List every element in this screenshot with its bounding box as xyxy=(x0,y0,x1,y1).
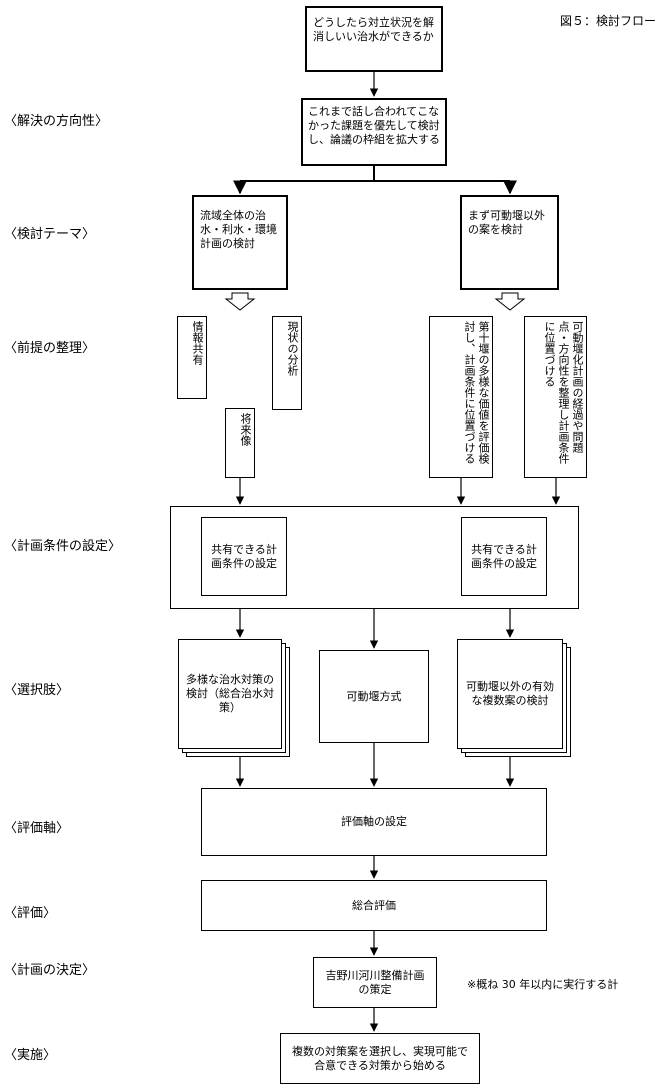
label-theme: 〈検討テーマ〉 xyxy=(4,227,96,242)
axis-box: 評価軸の設定 xyxy=(201,788,547,856)
premise-future-box: 将来像 xyxy=(225,408,255,478)
decision-note: ※概ね 30 年以内に実行する計 xyxy=(467,978,619,991)
label-premise: 〈前提の整理〉 xyxy=(4,341,96,356)
premise-info-box: 情報共有 xyxy=(177,316,207,399)
hollow-arrow-left xyxy=(224,292,256,311)
conditions-left-box: 共有できる計画条件の設定 xyxy=(201,517,287,596)
theme-left-box: 流域全体の治水・利水・環境計画の検討 xyxy=(192,195,288,290)
option-left-box: 多様な治水対策の検討（総合治水対策） xyxy=(178,639,282,749)
figure-title: 図５：検討フロー xyxy=(559,14,656,28)
label-axis: 〈評価軸〉 xyxy=(4,821,70,836)
approach-box: これまで話し合われてこなかった課題を優先して検討し、論議の枠組を拡大する xyxy=(301,98,447,166)
label-implementation: 〈実施〉 xyxy=(4,1048,57,1063)
option-right-box: 可動堰以外の有効な複数案の検討 xyxy=(457,639,563,749)
theme-right-box: まず可動堰以外の案を検討 xyxy=(460,195,559,290)
premise-movable-box: 可動堰化計画の経過や問題点・方向性を整理し計画条件に位置づける xyxy=(524,316,587,478)
premise-tenth-box: 第十堰の多様な価値を評価検討し、計画条件に位置づける xyxy=(429,316,493,478)
label-decision: 〈計画の決定〉 xyxy=(4,963,96,978)
label-evaluation: 〈評価〉 xyxy=(4,906,57,921)
label-options: 〈選択肢〉 xyxy=(4,683,70,698)
evaluation-box: 総合評価 xyxy=(201,880,547,931)
option-center-box: 可動堰方式 xyxy=(319,650,429,743)
label-approach: 〈解決の方向性〉 xyxy=(4,114,109,129)
decision-box: 吉野川河川整備計画の策定 xyxy=(313,957,437,1008)
implementation-box: 複数の対策案を選択し、実現可能で合意できる対策から始める xyxy=(280,1033,480,1084)
question-box: どうしたら対立状況を解消しいい治水ができるか xyxy=(305,6,443,72)
premise-current-box: 現状の分析 xyxy=(272,316,302,410)
conditions-right-box: 共有できる計画条件の設定 xyxy=(461,517,547,596)
label-conditions: 〈計画条件の設定〉 xyxy=(4,539,122,554)
hollow-arrow-right xyxy=(494,292,526,311)
